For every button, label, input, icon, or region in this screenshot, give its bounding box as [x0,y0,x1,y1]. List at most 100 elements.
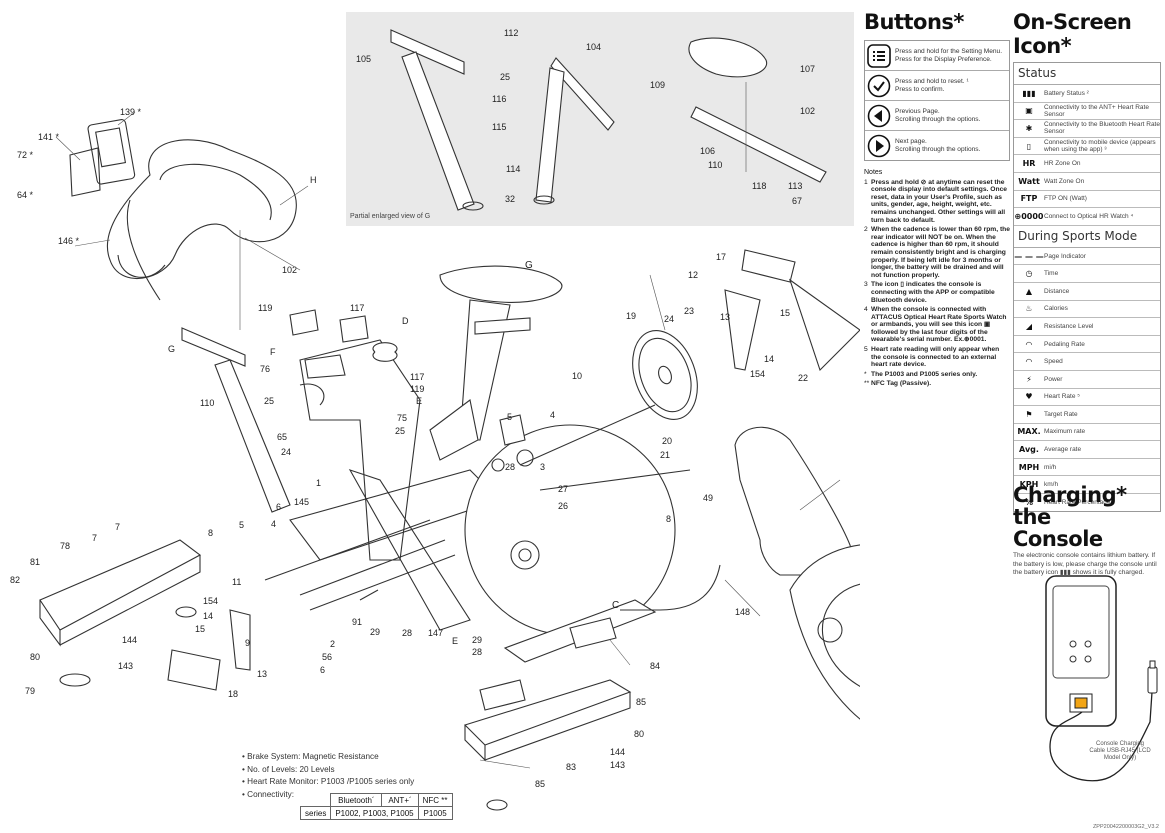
exploded-parts-diagram: 139 * 141 * 72 * 64 * 146 * H 102 G 119 … [10,107,860,811]
note-number: 4 [864,306,868,314]
sports-label: Page Indicator [1044,252,1086,260]
status-table: Status ▮▮▮Battery Status ² ▣Connectivity… [1013,62,1161,512]
part-label: 25 [264,396,274,406]
notes-heading: Notes [864,169,883,176]
sports-row: ⚡Power [1014,371,1160,389]
note-text: Heart rate reading will only appear when… [871,346,1000,369]
page-indicator-icon: — — — [1014,251,1044,261]
sports-label: Speed [1044,358,1063,366]
connectivity-header: NFC ** [417,793,453,807]
part-label: 83 [566,762,576,772]
heart-rate-percentage-icon: % [1024,497,1033,507]
crank-and-pedals [167,249,860,691]
inset-label: 105 [356,54,371,64]
part-label: 76 [260,364,270,374]
bluetooth-icon: ✱ [1025,123,1033,133]
note-number: 5 [864,346,868,354]
part-label: 19 [626,311,636,321]
inset-label: 116 [492,94,506,104]
kph-icon: KPH [1019,480,1039,490]
connectivity-value: P1005 [417,806,453,820]
charging-heading-line2: Console [1013,527,1103,551]
note-number: 2 [864,226,868,234]
calories-icon: ♨ [1025,304,1033,314]
average-rate-icon: Avg. [1019,445,1039,455]
inset-label: 113 [788,181,802,191]
part-label: G [168,344,175,354]
inset-label: 104 [586,42,601,52]
part-label: 24 [664,314,674,324]
part-label: 28 [472,647,482,657]
hardware-parts [264,309,721,611]
button-desc-line: Press to confirm. [895,85,945,93]
part-label: 17 [716,252,726,262]
part-label: 8 [208,528,213,538]
part-label: 139 * [120,107,142,117]
inset-label: 102 [800,106,815,116]
inset-label: 67 [792,196,802,206]
part-label: 2 [330,639,335,649]
part-label: 119 [258,303,272,313]
spec-text: Heart Rate Monitor: P1003 /P1005 series … [247,777,415,786]
part-label: 7 [92,533,97,543]
button-row-check: Press and hold to reset. ¹ Press to conf… [865,71,1009,101]
part-label: C [612,600,619,611]
part-label: 29 [370,627,380,637]
part-label: G [525,260,533,271]
inset-label: 115 [492,122,506,132]
check-icon [867,74,891,97]
part-label: 15 [195,624,205,634]
part-label: 82 [10,575,20,585]
handlebar-assembly [69,119,297,301]
status-label: Connectivity to the ANT+ Heart Rate Sens… [1044,103,1149,118]
part-label: E [452,636,458,646]
buttons-heading: Buttons* [864,10,964,34]
part-label: 72 * [17,150,34,160]
status-label: Connect to Optical HR Watch ⁴ [1044,212,1134,220]
part-label: 25 [395,426,405,436]
status-row: ✱Connectivity to the Bluetooth Heart Rat… [1014,120,1160,138]
sports-row: ♨Calories [1014,301,1160,319]
heart-rate-icon: ♥ [1025,392,1033,402]
part-label: 12 [688,270,698,280]
sports-label: mi/h [1044,463,1057,471]
part-label: 28 [505,462,515,472]
note-text: When the cadence is lower than 60 rpm, t… [871,226,1010,279]
document-code: ZPP20042200003G2_V3.2 [1092,824,1159,830]
part-label: 141 * [38,132,60,142]
specifications: • Brake System: Magnetic Resistance • No… [242,752,482,802]
inset-label: 106 [700,146,715,156]
part-label: 20 [662,436,672,446]
part-label: 154 [750,369,765,379]
part-labels: 139 * 141 * 72 * 64 * 146 * H 102 G 119 … [10,107,808,789]
status-label: Watt Zone On [1044,177,1085,185]
connectivity-row-label: series [299,806,332,820]
saddle-assembly [439,265,563,441]
note-item: *The P1003 and P1005 series only. [864,371,1010,379]
sports-label: Time [1044,270,1059,278]
icons-heading: On-Screen Icon* [1013,10,1132,58]
ftp-icon: FTP [1020,194,1038,204]
part-label: 148 [735,607,750,617]
sports-row: — — —Page Indicator [1014,248,1160,266]
part-label: 64 * [17,190,34,200]
note-number: 3 [864,281,868,289]
sports-label: Target Rate [1044,410,1078,418]
part-label: 144 [610,747,625,757]
battery-icon: ▮▮▮ [1022,88,1036,98]
inset-label: 110 [708,160,722,170]
sports-label: Distance [1044,287,1070,295]
part-label: 9 [245,638,250,648]
status-label: HR Zone On [1044,160,1081,168]
inset-label: 109 [650,80,665,90]
sports-label: Power [1044,375,1063,383]
part-label: 27 [558,484,568,494]
part-label: 22 [798,373,808,383]
part-label: 91 [352,617,362,627]
